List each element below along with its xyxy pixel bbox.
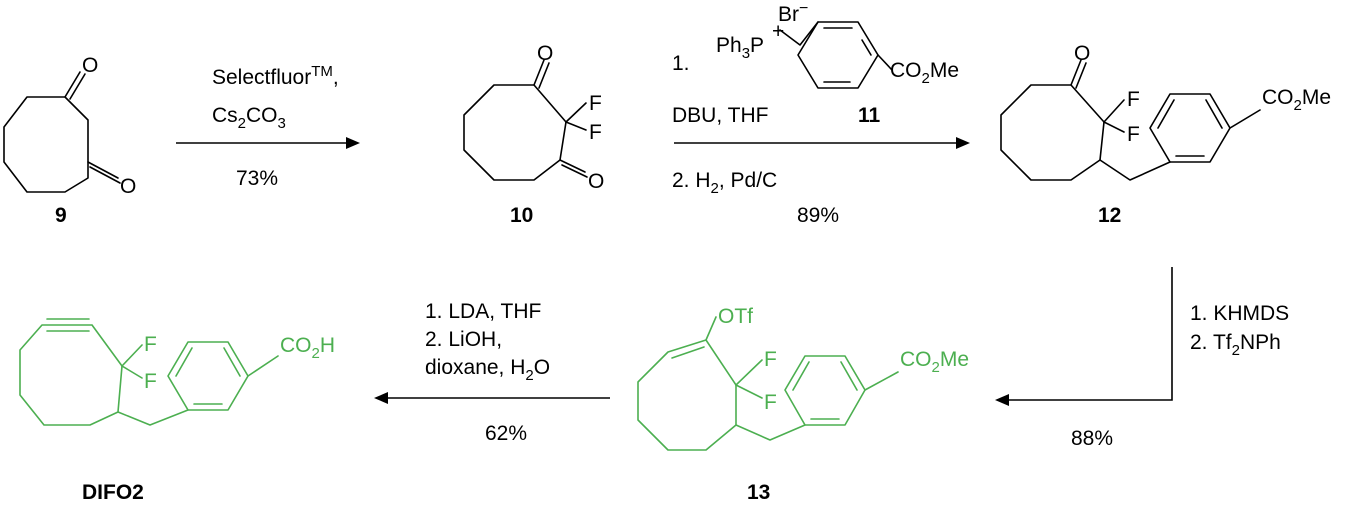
step4-reagent-1: 1. LDA, THF: [425, 300, 541, 323]
step4-yield: 62%: [485, 422, 527, 445]
compound-12: O F F CO2Me 12: [1000, 42, 1331, 227]
c10-label: 10: [510, 204, 533, 227]
step-2: 1. Ph3P + Br− CO2Me DBU, THF 11 2. H2, P…: [672, 0, 970, 227]
c12-oxygen: O: [1074, 42, 1090, 65]
step-4: 1. LDA, THF 2. LiOH, dioxane, H2O 62%: [374, 300, 610, 445]
c10-oxygen-bottom: O: [588, 170, 604, 193]
c10-fluorine-2: F: [589, 121, 602, 144]
reagent11-ester: CO2Me: [890, 59, 959, 87]
difo2-fluorine-1: F: [144, 333, 157, 356]
c13-ester: CO2Me: [900, 348, 969, 376]
c12-ester: CO2Me: [1262, 86, 1331, 114]
step1-yield: 73%: [236, 167, 278, 190]
step3-yield: 88%: [1071, 427, 1113, 450]
step3-reagent-base: 1. KHMDS: [1190, 302, 1289, 325]
c12-label: 12: [1098, 204, 1121, 227]
step-3: 1. KHMDS 2. Tf2NPh 88%: [995, 267, 1289, 450]
step4-reagent-3: dioxane, H2O: [425, 356, 550, 384]
compound-13: OTf F F CO2Me 13: [637, 305, 969, 504]
difo2-label: DIFO2: [82, 481, 144, 504]
step3-arrow: [1004, 267, 1173, 401]
step4-reagent-2: 2. LiOH,: [425, 328, 502, 351]
c12-fluorine-1: F: [1127, 88, 1140, 111]
c13-fluorine-2: F: [764, 391, 777, 414]
step1-reagent-2: Cs2CO3: [212, 104, 286, 132]
c13-fluorine-1: F: [764, 348, 777, 371]
compound-difo2: F F CO2H DIFO2: [19, 318, 335, 504]
reagent11-bromide: Br−: [778, 0, 808, 26]
c10-fluorine-1: F: [589, 92, 602, 115]
step2-yield: 89%: [797, 204, 839, 227]
difo2-fluorine-2: F: [144, 370, 157, 393]
step2-reagent-hydrogenation: 2. H2, Pd/C: [672, 169, 777, 197]
step3-reagent-triflate: 2. Tf2NPh: [1190, 331, 1281, 359]
c9-oxygen-bottom: O: [120, 175, 136, 198]
reagent11-label: 11: [858, 104, 881, 127]
step-1: SelectfluorTM, Cs2CO3 73%: [176, 63, 360, 190]
reagent11-ph3p: Ph3P: [716, 34, 764, 62]
step1-reagent-1: SelectfluorTM,: [212, 63, 339, 89]
c9-oxygen-top: O: [82, 54, 98, 77]
reagent11-plus: +: [772, 20, 784, 43]
compound-9: O O 9: [3, 54, 136, 227]
c9-label: 9: [55, 204, 67, 227]
difo2-acid: CO2H: [280, 334, 335, 362]
c12-fluorine-2: F: [1127, 123, 1140, 146]
step2-number-1: 1.: [672, 52, 690, 75]
c10-oxygen-top: O: [537, 42, 553, 65]
c13-triflate: OTf: [718, 305, 753, 328]
step2-reagent-base: DBU, THF: [672, 104, 768, 127]
c13-label: 13: [747, 481, 770, 504]
compound-10: O O F F 10: [463, 42, 604, 227]
